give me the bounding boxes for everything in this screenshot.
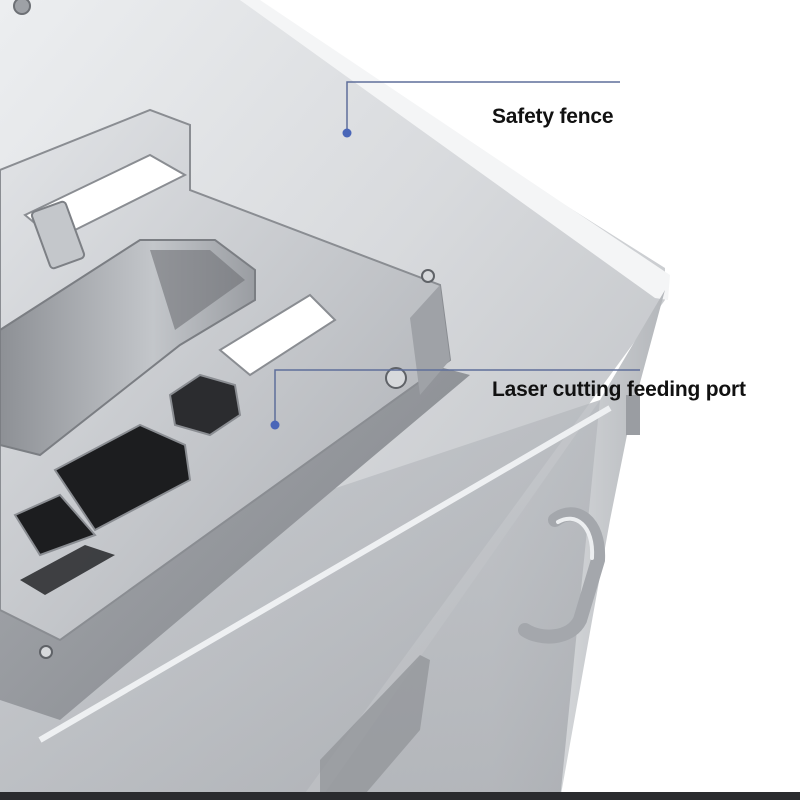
hinge <box>30 200 86 270</box>
frame-hex-cutout <box>168 373 242 437</box>
frame-slot <box>218 293 337 377</box>
hopper-inner-shadow <box>150 250 245 330</box>
callout-dot <box>270 420 280 430</box>
body-fold-edge <box>38 405 612 743</box>
frame-edge <box>410 285 450 395</box>
screw <box>39 645 53 659</box>
callout-line <box>346 81 620 133</box>
feeding-port-label: Laser cutting feeding port <box>492 378 746 401</box>
bottom-edge <box>0 792 800 800</box>
side-bracket <box>626 395 640 435</box>
frame-dark-slot <box>13 493 97 557</box>
top-rim <box>240 0 670 300</box>
screw <box>385 367 407 389</box>
machine-side-panel <box>320 290 665 800</box>
rivet <box>13 0 31 15</box>
callout-dot <box>342 128 352 138</box>
safety-fence-label: Safety fence <box>492 105 614 128</box>
side-handle-highlight <box>556 516 595 560</box>
side-handle <box>518 507 606 644</box>
callout-line <box>274 369 640 425</box>
frame-dark-slot <box>20 545 115 595</box>
frame-dark-slot <box>53 423 192 532</box>
front-recess <box>320 655 430 800</box>
feeding-port-callout <box>270 369 640 430</box>
screw <box>421 269 435 283</box>
safety-fence-callout <box>342 81 620 138</box>
